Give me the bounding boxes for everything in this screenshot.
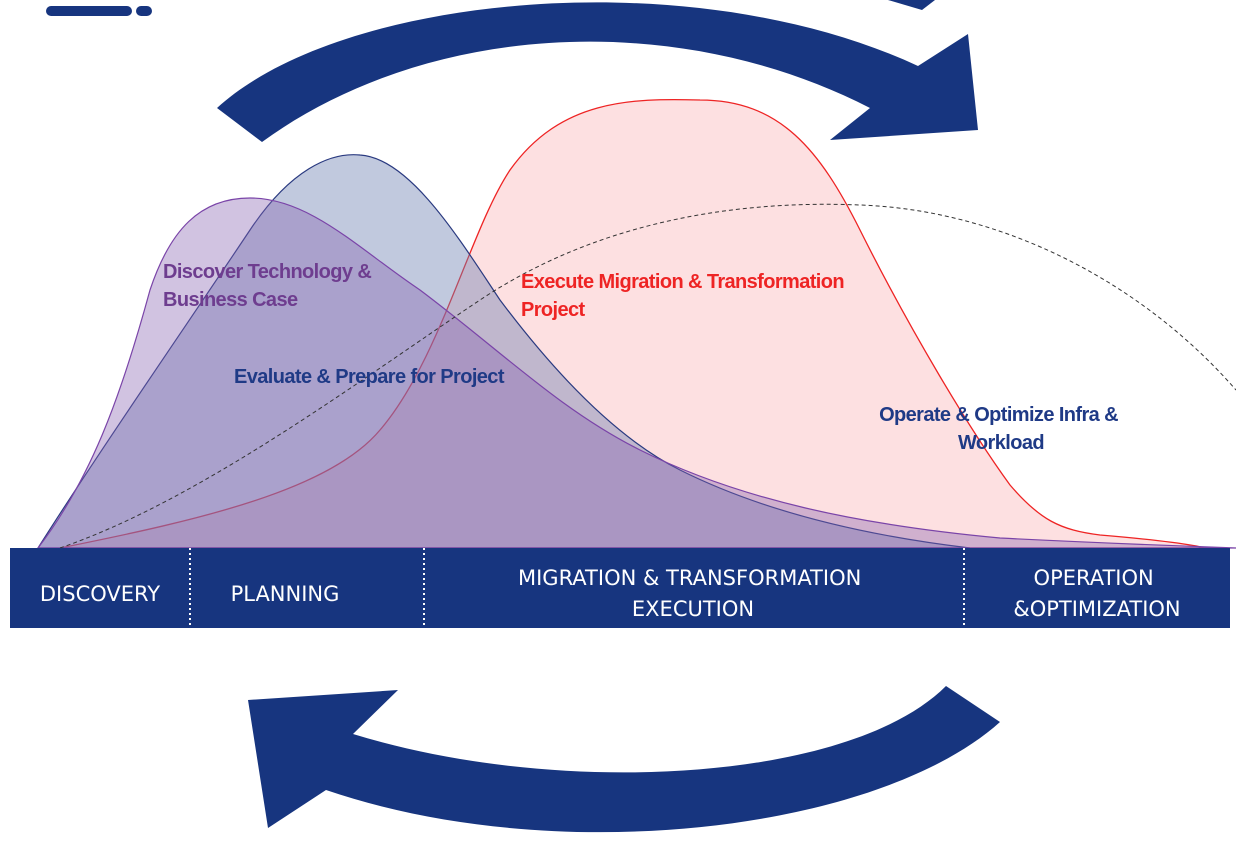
stage-migration: MIGRATION & TRANSFORMATION EXECUTION xyxy=(518,566,868,621)
top-edge-fragment xyxy=(888,0,935,10)
discover-label-line2: Business Case xyxy=(163,289,298,311)
stage-migration-label-line2: EXECUTION xyxy=(632,597,754,621)
stage-operation: OPERATION &OPTIMIZATION xyxy=(1013,566,1180,621)
discover-curve xyxy=(36,197,1236,549)
execute-label-line2: Project xyxy=(521,299,586,321)
evaluate-label: Evaluate & Prepare for Project xyxy=(234,366,505,388)
stage-bar xyxy=(10,548,1230,628)
operate-label-line1: Operate & Optimize Infra & xyxy=(879,404,1118,426)
cycle-arrow-left-icon xyxy=(248,686,1000,833)
execute-label: Execute Migration & Transformation Proje… xyxy=(521,271,849,321)
stage-discovery-label: DISCOVERY xyxy=(40,582,160,606)
operate-curve xyxy=(59,203,1236,549)
stage-operation-label-line2: &OPTIMIZATION xyxy=(1013,597,1180,621)
stage-dividers xyxy=(189,548,965,628)
execute-label-line1: Execute Migration & Transformation xyxy=(521,271,844,293)
stage-planning: PLANNING xyxy=(231,582,340,606)
stage-migration-label-line1: MIGRATION & TRANSFORMATION xyxy=(518,566,861,590)
stage-discovery: DISCOVERY xyxy=(40,582,160,606)
operate-label-line2: Workload xyxy=(958,432,1044,454)
cycle-arrow-right-icon xyxy=(217,2,978,142)
execute-curve xyxy=(59,98,1206,549)
logo-fragment xyxy=(46,6,152,16)
stage-operation-label-line1: OPERATION xyxy=(1034,566,1154,590)
discover-label: Discover Technology & Business Case xyxy=(163,261,376,311)
evaluate-curve xyxy=(36,154,971,549)
operate-label: Operate & Optimize Infra & Workload xyxy=(879,404,1123,454)
stage-planning-label: PLANNING xyxy=(231,582,340,606)
discover-label-line1: Discover Technology & xyxy=(163,261,371,283)
evaluate-label-line1: Evaluate & Prepare for Project xyxy=(234,366,505,388)
